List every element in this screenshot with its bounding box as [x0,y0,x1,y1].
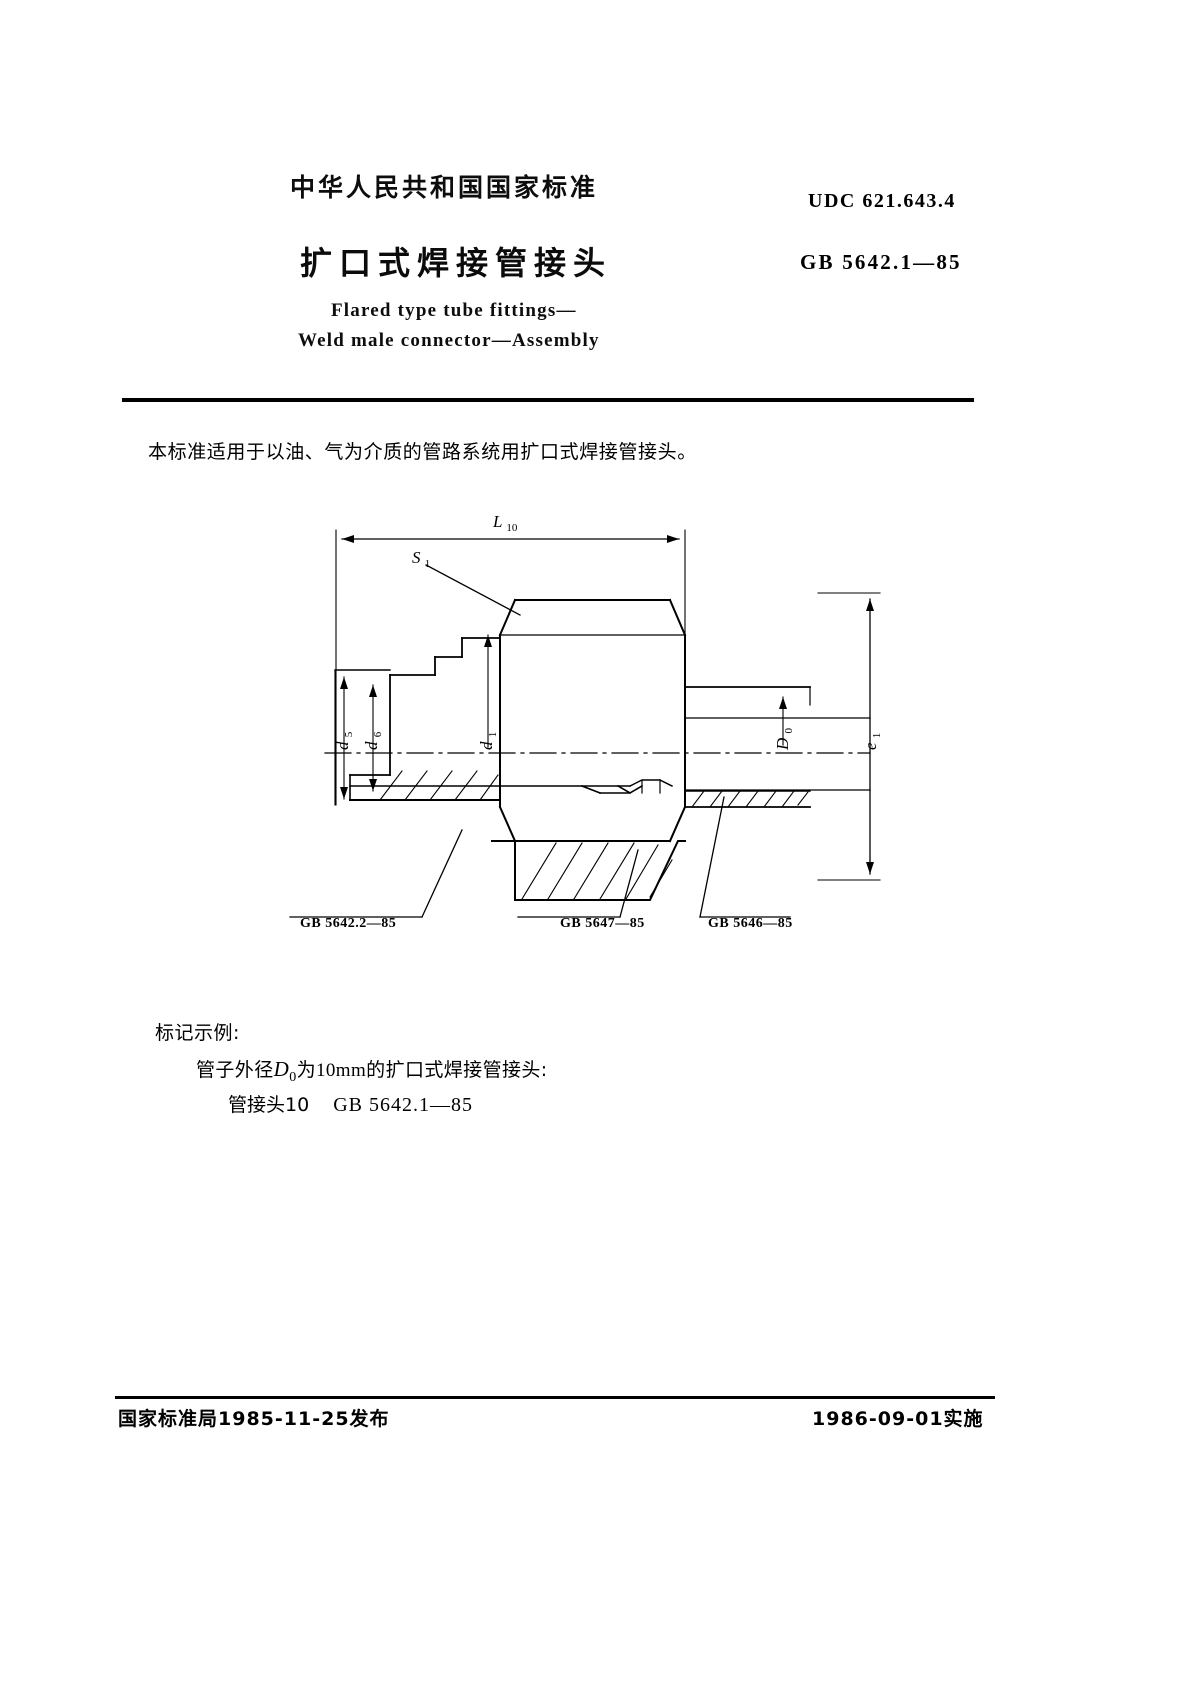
marking-designation-chinese: 管接头10 [228,1094,310,1116]
marking-designation-code: GB 5642.1—85 [333,1094,474,1116]
scope-paragraph: 本标准适用于以油、气为介质的管路系统用扩口式焊接管接头。 [148,441,697,463]
page-title-english-line1: Flared type tube fittings— [331,300,577,321]
marking-variable-subscript: 0 [289,1069,297,1085]
national-standard-heading: 中华人民共和国国家标准 [290,173,599,202]
marking-prefix: 管子外径 [196,1059,274,1081]
marking-variable-D: D [273,1057,290,1081]
page-title-chinese: 扩口式焊接管接头 [300,244,613,282]
marking-example-designation: 管接头10 GB 5642.1—85 [228,1090,473,1117]
footer-divider-rule [115,1396,995,1399]
standard-number: GB 5642.1—85 [800,250,962,274]
marking-mid: 为 [296,1059,316,1081]
dimension-label-e1: e 1 [861,733,883,750]
dimension-label-S1: S 1 [412,548,430,570]
drawing-callout-gb-5647: GB 5647—85 [560,916,645,931]
drawing-callout-gb-5646: GB 5646—85 [708,916,793,931]
assembly-drawing-svg: L 10 S 1 d 5 d 6 d 1 [289,512,883,918]
marking-example-description: 管子外径D0为10mm的扩口式焊接管接头: [196,1055,548,1086]
dimension-label-d6: d 6 [362,731,384,750]
dimension-label-d1: d 1 [477,732,499,750]
footer-effective-statement: 1986-09-01实施 [812,1408,984,1430]
footer-issue-statement: 国家标准局1985-11-25发布 [118,1408,390,1430]
udc-classification-number: UDC 621.643.4 [808,190,956,212]
page-title-english-line2: Weld male connector—Assembly [298,330,600,351]
marking-example-label: 标记示例: [155,1022,240,1044]
assembly-drawing-figure: L 10 S 1 d 5 d 6 d 1 [230,505,930,965]
marking-suffix: 的扩口式焊接管接头: [366,1059,548,1081]
marking-value: 10mm [316,1060,367,1081]
dimension-label-D0: D 0 [773,727,795,751]
header-divider-rule [122,398,974,402]
dimension-label-L10: L 10 [492,512,518,534]
drawing-callout-gb-5642-2: GB 5642.2—85 [300,916,397,931]
